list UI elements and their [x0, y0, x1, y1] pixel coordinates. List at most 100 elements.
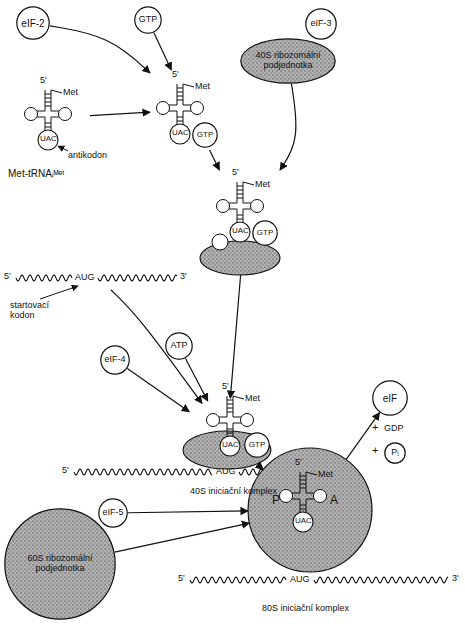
annotation-label: GDP: [384, 423, 404, 433]
trna-loop: [25, 108, 38, 121]
trna-strand: [233, 396, 234, 417]
flow-arrow: [115, 523, 250, 552]
trna-ribosome-complex: 5'MetUACGTP: [200, 170, 290, 275]
trna-strand: [177, 117, 183, 118]
node-label: Met: [318, 470, 333, 480]
mrna-strand: [74, 469, 212, 475]
factor-circle: GTP: [252, 220, 278, 246]
anticodon-loop: [170, 124, 190, 144]
factor-circle: GTP: [192, 122, 218, 148]
trna-loop: [241, 414, 254, 427]
node-label: eIF-4: [100, 355, 130, 365]
node-label: AUG: [75, 273, 95, 283]
trna-strand: [300, 505, 306, 506]
trna-strand: [227, 433, 233, 434]
factor-circle: ATP: [165, 332, 193, 360]
trna-strand: [306, 499, 307, 513]
flow-arrow: [346, 413, 380, 460]
node-label: AUG: [290, 575, 310, 585]
node-label: UAC: [172, 129, 189, 138]
trna-strand: [45, 94, 51, 95]
annotation-label: 80S iniciační komplex: [262, 603, 349, 613]
trna-strand: [237, 215, 243, 216]
trna-strand: [227, 396, 228, 417]
trna-strand: [183, 111, 191, 112]
node-label: Met: [255, 180, 270, 190]
flow-arrow: [50, 26, 150, 73]
trna-strand: [229, 203, 237, 204]
trna-strand: [227, 400, 233, 401]
node-shape: [20, 80, 90, 155]
node-label: GTP: [192, 131, 218, 140]
factor-circle: [306, 9, 336, 39]
ribosome-subunit: 40S ribozomální podjednotka: [240, 38, 336, 84]
ribosome-subunit: [200, 241, 280, 275]
factor-circle: eIF-5: [98, 498, 128, 528]
ribosome: [248, 448, 372, 572]
factor-circle: Pᵢ: [384, 442, 406, 464]
node-label: Pᵢ: [384, 448, 406, 458]
node-label: UAC: [295, 517, 312, 526]
flow-arrow: [185, 358, 207, 401]
annotation-label: +: [372, 421, 378, 434]
trna-strand: [177, 100, 183, 101]
trna-strand: [177, 88, 183, 89]
factor-circle: [101, 346, 129, 374]
mrna-strand: [16, 275, 72, 281]
node-shape: [4, 262, 189, 290]
node-label: UAC: [222, 441, 239, 450]
node-shape: [150, 70, 230, 150]
trna-strand: [243, 203, 251, 204]
trna-strand: [237, 198, 243, 199]
factor-circle: eIF-2: [16, 6, 50, 40]
factor-circle: [253, 221, 277, 245]
mrna-strand: [98, 275, 177, 281]
flow-arrow: [127, 369, 189, 412]
trna-strand: [237, 182, 238, 203]
trna-strand: [237, 209, 238, 223]
node-label: UAC: [40, 135, 57, 144]
trna-strand: [219, 423, 227, 424]
trna-loop: [191, 102, 204, 115]
flow-arrow: [128, 511, 248, 513]
node-label: 5': [295, 458, 302, 468]
node-label: 5': [222, 382, 229, 392]
trna-strand: [169, 105, 177, 106]
anticodon-loop: [38, 130, 58, 150]
trna-strand: [300, 488, 306, 489]
node-label: 5': [232, 168, 239, 178]
trna-strand: [219, 417, 227, 418]
trna-loop: [59, 108, 72, 121]
flow-arrow: [154, 33, 171, 70]
trna-strand: [45, 127, 51, 128]
factor-circle: [212, 234, 228, 250]
factor-circle: [245, 433, 269, 457]
trna-strand: [243, 182, 244, 203]
trna-molecule: 5'MetUAC: [20, 80, 90, 155]
node-label: 40S ribozomální podjednotka: [246, 51, 330, 71]
flow-arrow: [90, 112, 150, 115]
mrna-strand: [314, 577, 448, 583]
node-label: Met: [245, 394, 260, 404]
flow-arrow: [210, 150, 220, 170]
node-label: 5': [62, 466, 69, 476]
node-label: Met: [195, 82, 210, 92]
node-label: GTP: [244, 441, 270, 450]
node-label: AUG: [216, 467, 236, 477]
trna-strand: [183, 105, 191, 106]
ribosome-subunit: 60S ribozomální podjednotka: [4, 508, 116, 620]
trna-loop: [280, 490, 293, 503]
trna-strand: [300, 509, 306, 510]
leader-line: [40, 286, 78, 299]
node-label: ATP: [165, 341, 193, 351]
factor-circle: eIF-3: [305, 8, 337, 40]
annotation-label: startovací kodon: [10, 300, 68, 321]
trna-strand: [227, 408, 233, 409]
trna-strand: [243, 209, 251, 210]
annotation-label: 40S iniciační komplex: [190, 486, 277, 496]
leader-line: [58, 146, 68, 151]
trna-strand: [233, 396, 244, 399]
factor-circle: [135, 7, 161, 33]
node-shape: [178, 446, 462, 596]
